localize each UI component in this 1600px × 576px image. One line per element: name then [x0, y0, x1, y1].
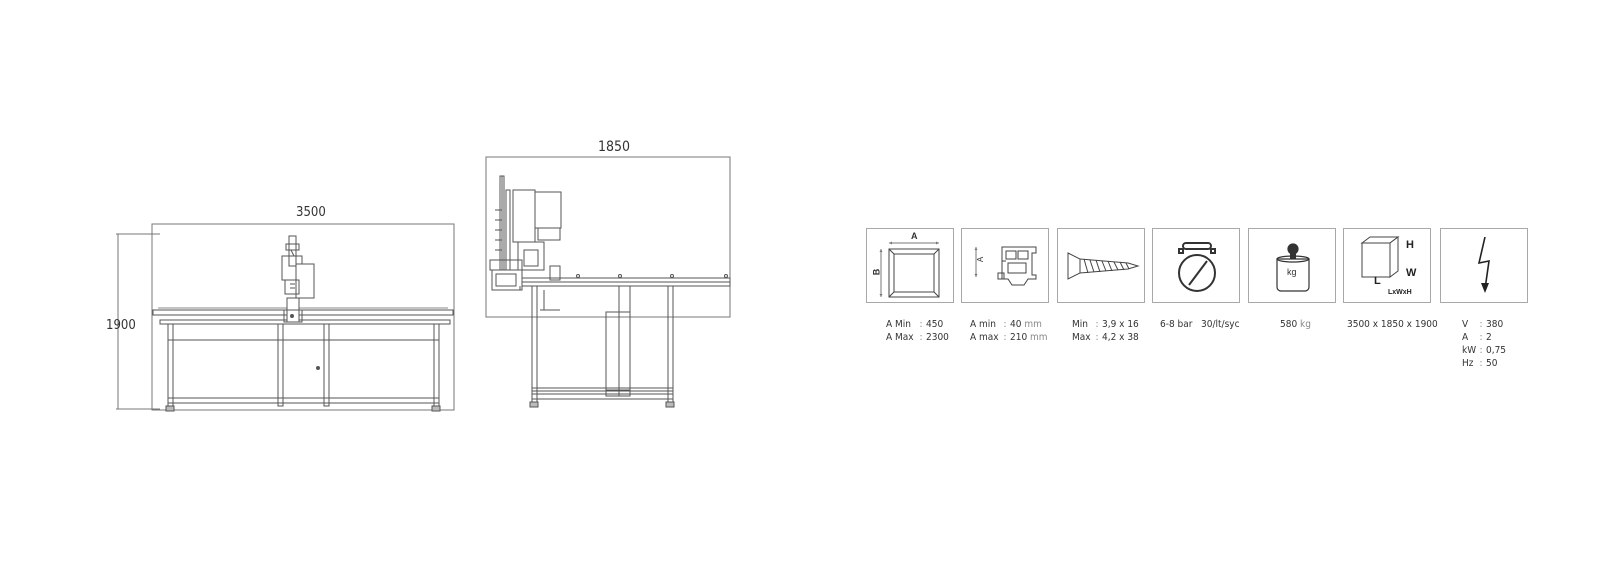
- frame-min-value: 450: [926, 319, 944, 330]
- box-label-h: H: [1406, 239, 1414, 251]
- spec-card-frame-size: A B: [866, 228, 954, 303]
- frame-row-min: A Min : 450: [886, 318, 949, 331]
- side-depth-label: 1850: [598, 139, 631, 155]
- spec-card-power: [1440, 228, 1528, 303]
- screw-max-sep: :: [1095, 332, 1099, 343]
- screw-max-value: 4,2 x 38: [1102, 332, 1139, 343]
- weight-icon-label: kg: [1287, 267, 1297, 277]
- spec-card-dimensions: H W L LxWxH: [1343, 228, 1431, 303]
- screw-row-min: Min : 3,9 x 16: [1072, 318, 1139, 331]
- profile-row-min: A min : 40 mm: [970, 318, 1048, 331]
- box-label-w: W: [1406, 267, 1417, 279]
- profile-max-key: A max: [970, 332, 999, 343]
- power-a-value: 2: [1486, 332, 1492, 343]
- frame-min-sep: :: [919, 319, 923, 330]
- power-kw-value: 0,75: [1486, 345, 1507, 356]
- frame-label-a: A: [911, 231, 918, 241]
- profile-min-key: A min: [970, 319, 996, 330]
- spec-text-air: 6-8 bar 30/lt/syc: [1160, 319, 1240, 330]
- weight-icon: [1276, 243, 1310, 292]
- frame-label-b: B: [871, 268, 882, 276]
- spec-text-frame-size: A Min : 450 A Max : 2300: [886, 318, 949, 344]
- screw-row-max: Max : 4,2 x 38: [1072, 331, 1139, 344]
- screw-min-sep: :: [1095, 319, 1099, 330]
- profile-min-unit: mm: [1024, 319, 1042, 330]
- frame-max-sep: :: [919, 332, 923, 343]
- profile-max-unit: mm: [1030, 332, 1048, 343]
- profile-label-a: A: [976, 256, 986, 263]
- weight-unit: kg: [1300, 319, 1311, 330]
- spec-text-dimensions: 3500 x 1850 x 1900: [1347, 319, 1438, 330]
- power-kw-sep: :: [1479, 345, 1483, 356]
- spec-card-screw: [1057, 228, 1145, 303]
- box-dimensions-icon: [1360, 236, 1400, 278]
- profile-section-icon: [974, 246, 1037, 286]
- power-v-value: 380: [1486, 319, 1504, 330]
- spec-text-weight: 580 kg: [1280, 318, 1311, 331]
- screw-icon: [1067, 252, 1140, 280]
- profile-min-sep: :: [1003, 319, 1007, 330]
- power-v-key: V: [1462, 319, 1469, 330]
- front-width-label: 3500: [296, 205, 326, 220]
- spec-card-air: [1152, 228, 1240, 303]
- frame-max-value: 2300: [926, 332, 949, 343]
- box-label-lwh: LxWxH: [1388, 289, 1412, 296]
- power-hz-sep: :: [1479, 358, 1483, 369]
- pressure-gauge-icon: [1178, 242, 1216, 292]
- profile-max-value: 210: [1010, 332, 1028, 343]
- screw-min-value: 3,9 x 16: [1102, 319, 1139, 330]
- power-kw-key: kW: [1462, 345, 1477, 356]
- power-hz-key: Hz: [1462, 358, 1474, 369]
- power-row-a: A : 2: [1462, 331, 1506, 344]
- front-view-drawing: [116, 223, 455, 412]
- frame-row-max: A Max : 2300: [886, 331, 949, 344]
- power-row-kw: kW : 0,75: [1462, 344, 1506, 357]
- screw-min-key: Min: [1072, 319, 1088, 330]
- electric-bolt-icon: [1477, 236, 1490, 293]
- spec-text-profile: A min : 40 mm A max : 210 mm: [970, 318, 1048, 344]
- front-view: [100, 200, 470, 425]
- side-view: [480, 150, 750, 425]
- spec-text-power: V : 380 A : 2 kW : 0,75 Hz : 50: [1462, 318, 1506, 370]
- side-view-drawing: [485, 156, 731, 408]
- spec-card-profile: A: [961, 228, 1049, 303]
- power-row-hz: Hz : 50: [1462, 357, 1506, 370]
- spec-card-weight: kg: [1248, 228, 1336, 303]
- spec-text-screw: Min : 3,9 x 16 Max : 4,2 x 38: [1072, 318, 1139, 344]
- frame-icon: [879, 241, 940, 298]
- profile-min-value: 40: [1010, 319, 1022, 330]
- front-height-label: 1900: [106, 318, 136, 333]
- power-a-sep: :: [1479, 332, 1483, 343]
- box-label-l: L: [1374, 275, 1381, 287]
- power-a-key: A: [1462, 332, 1469, 343]
- screw-max-key: Max: [1072, 332, 1091, 343]
- power-v-sep: :: [1479, 319, 1483, 330]
- frame-min-key: A Min: [886, 319, 911, 330]
- profile-max-sep: :: [1003, 332, 1007, 343]
- profile-row-max: A max : 210 mm: [970, 331, 1048, 344]
- power-hz-value: 50: [1486, 358, 1498, 369]
- weight-value: 580: [1280, 319, 1298, 330]
- frame-max-key: A Max: [886, 332, 914, 343]
- power-row-v: V : 380: [1462, 318, 1506, 331]
